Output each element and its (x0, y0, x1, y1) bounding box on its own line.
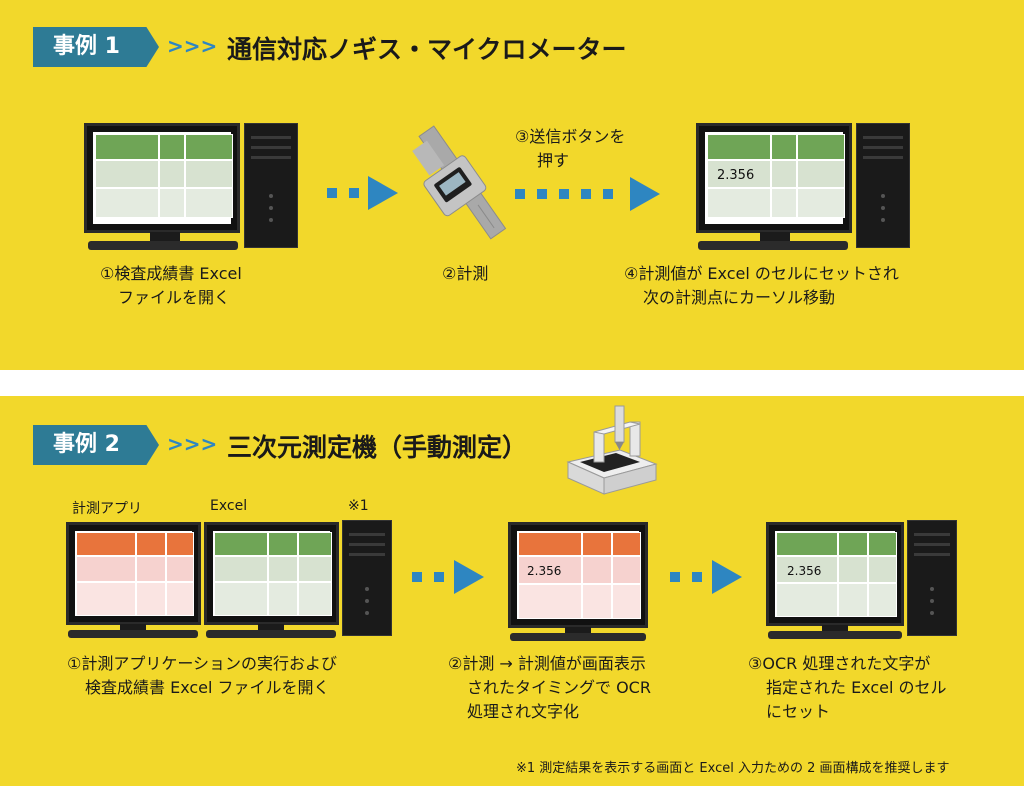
excel-screen: 2.356 (705, 132, 845, 224)
case2-step2-line2: されたタイミングで OCR (467, 678, 651, 697)
case1-step3-line1: ③送信ボタンを (515, 127, 626, 146)
keyboard (68, 630, 198, 638)
keyboard (88, 241, 238, 250)
case1-step3-line2: 押す (537, 151, 570, 170)
case1-step1-line2: ファイルを開く (118, 288, 231, 307)
app-screen: 2.356 (517, 531, 641, 619)
keyboard (510, 633, 646, 641)
case1-step1-line1: ①検査成績書 Excel (100, 264, 242, 283)
pc-tower (856, 123, 910, 248)
excel-screen (213, 531, 332, 616)
app-label: 計測アプリ (72, 501, 142, 517)
pc-tower (907, 520, 957, 636)
cmm-machine-icon (566, 405, 658, 495)
app-screen (75, 531, 194, 616)
note-marker: ※1 (348, 498, 369, 514)
case1-step4-line1: ④計測値が Excel のセルにセットされ (624, 264, 899, 283)
pc-tower (342, 520, 392, 636)
excel-screen (93, 132, 233, 224)
keyboard (206, 630, 336, 638)
case2-step2-line3: 処理され文字化 (467, 702, 580, 721)
case2-step1-line1: ①計測アプリケーションの実行および (67, 654, 338, 673)
app-monitor (66, 522, 201, 625)
case2-step2-line1: ②計測 → 計測値が画面表示 (448, 654, 646, 673)
keyboard (768, 631, 902, 639)
case2-step3-line3: にセット (766, 702, 831, 721)
case2-step1-line2: 検査成績書 Excel ファイルを開く (85, 678, 330, 697)
measured-value: 2.356 (717, 168, 755, 183)
case1-arrows: >>> (167, 34, 218, 58)
app-measured-value: 2.356 (527, 564, 562, 578)
excel-label: Excel (210, 498, 248, 514)
caliper-icon (412, 125, 507, 240)
monitor: 2.356 (696, 123, 852, 233)
pc-tower (244, 123, 298, 248)
case1-step4-line2: 次の計測点にカーソル移動 (643, 288, 836, 307)
case2-step3-line2: 指定された Excel のセル (766, 678, 947, 697)
keyboard (698, 241, 848, 250)
case1-title: 通信対応ノギス・マイクロメーター (227, 35, 627, 64)
monitor (84, 123, 240, 233)
excel-screen: 2.356 (775, 531, 897, 617)
case2-badge: 事例 2 (33, 425, 159, 465)
case1-badge: 事例 1 (33, 27, 159, 67)
app-monitor: 2.356 (508, 522, 648, 628)
footnote: ※1 測定結果を表示する画面と Excel 入力ための 2 画面構成を推奨します (516, 761, 950, 776)
case2-step3-line1: ③OCR 処理された文字が (748, 654, 931, 673)
case2-arrows: >>> (167, 432, 218, 456)
case2-title: 三次元測定機（手動測定） (227, 433, 528, 462)
excel-monitor (204, 522, 339, 625)
case1-step2: ②計測 (442, 264, 489, 283)
excel-measured-value: 2.356 (787, 564, 822, 578)
excel-monitor: 2.356 (766, 522, 904, 626)
